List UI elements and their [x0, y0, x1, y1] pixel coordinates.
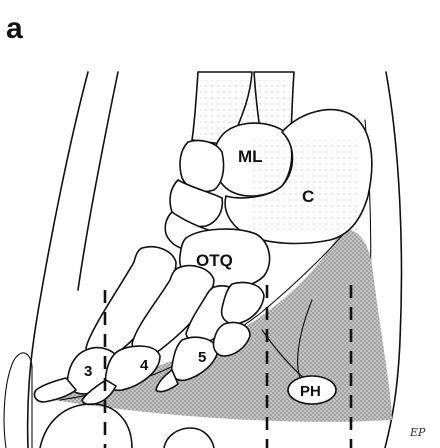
- label-4: 4: [140, 357, 149, 374]
- panel-letter: a: [6, 12, 23, 45]
- label-c: C: [302, 187, 314, 206]
- artist-signature: EP: [409, 426, 426, 439]
- label-3: 3: [84, 363, 92, 380]
- label-5: 5: [198, 349, 206, 366]
- label-ph: PH: [300, 383, 321, 400]
- label-otq: OTQ: [196, 251, 233, 270]
- label-ml: ML: [238, 147, 263, 166]
